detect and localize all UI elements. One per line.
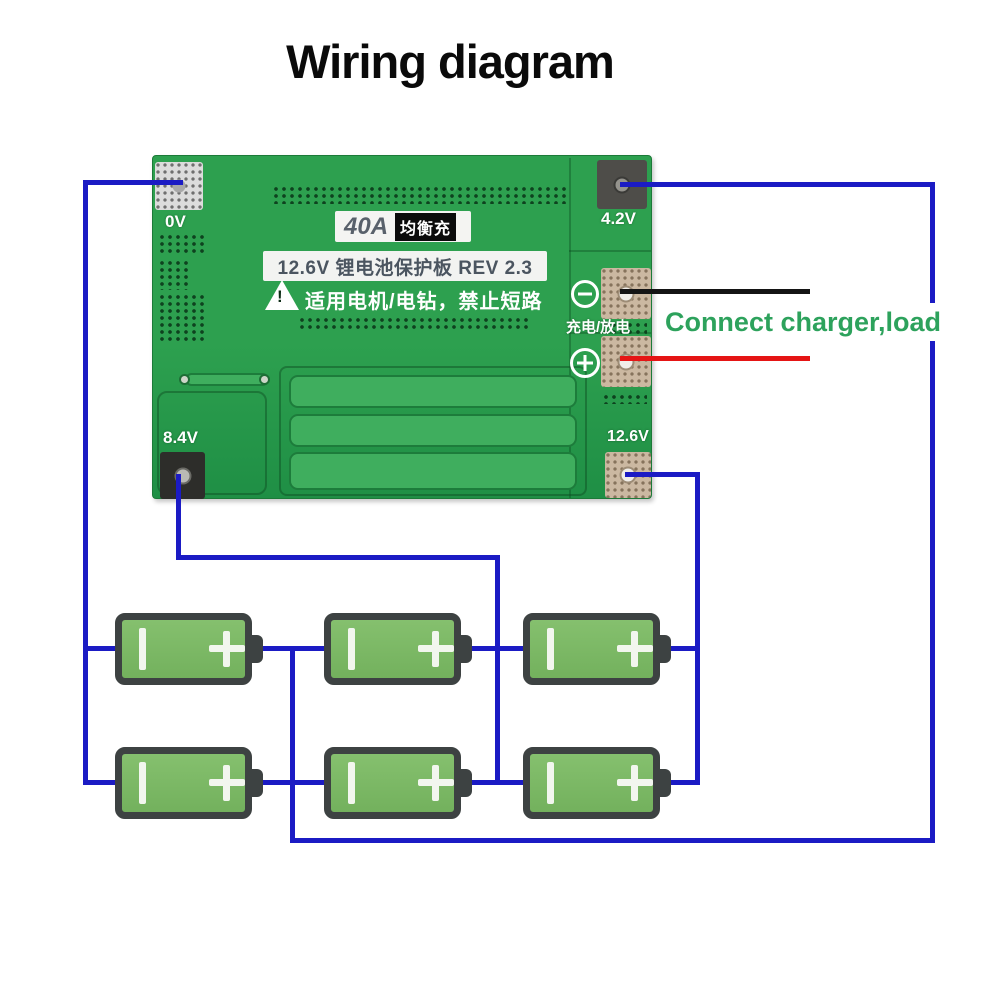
wire-0v-horizontal [83,180,183,185]
battery-2-minus-mark [348,628,355,670]
warning-exclamation: ! [277,287,283,306]
wire-charger-positive-lead [620,356,810,361]
board-seam-vertical [569,158,571,498]
battery-6 [523,747,671,819]
wire-8-4v-junction-vertical [495,555,500,785]
wire-charger-negative-lead [620,289,810,294]
pad-8-4v-label: 8.4V [163,428,198,447]
routing-slot-3 [289,452,577,490]
copper-outline-panel [279,366,587,496]
board-seam-horizontal-2 [569,332,651,334]
pad-0v-label: 0V [165,212,186,231]
current-rating-text: 40A [344,212,389,240]
battery-2 [324,613,472,685]
board-seam-horizontal-1 [569,250,651,252]
model-plate: 12.6V 锂电池保护板 REV 2.3 [263,251,547,281]
connect-charger-load-label: Connect charger,load [657,303,949,341]
pad-8-4v [160,452,205,499]
via-cluster-left-1 [159,234,205,256]
battery-4-minus-mark [139,762,146,804]
wire-row1-battery3-plus [670,646,700,651]
wire-row1-battery1-minus [85,646,118,651]
wire-8-4v-horizontal [176,555,500,560]
wire-row2-link2 [471,780,525,785]
routing-slot-left [185,373,269,386]
wire-row1-link2 [471,646,525,651]
pad-4-2v-label: 4.2V [601,209,636,228]
wire-4-2v-horizontal [620,182,935,187]
balance-charge-text: 均衡充 [395,212,457,241]
routing-slot-2 [289,414,577,447]
warning-triangle-icon: ! [265,280,299,310]
via-cluster-left-3 [159,294,205,342]
ring-pad-right [259,374,270,385]
battery-4 [115,747,263,819]
warning-text: 适用电机/电钻，禁止短路 [305,291,543,313]
wire-row2-link1 [262,780,326,785]
pad-12-6v-label: 12.6V [607,428,649,445]
battery-5-minus-mark [348,762,355,804]
wire-4-2v-bottom-horizontal [290,838,935,843]
ring-pad-left [179,374,190,385]
battery-5 [324,747,472,819]
wire-row2-battery6-plus [670,780,700,785]
pad-charge-plus [601,336,651,387]
plus-terminal-icon [570,348,600,378]
minus-terminal-icon [571,280,599,308]
charge-discharge-label: 充电/放电 [566,319,631,336]
wire-12-6v-horizontal [625,472,700,477]
via-cluster-minus-pad [603,322,647,334]
battery-3-minus-mark [547,628,554,670]
battery-6-minus-mark [547,762,554,804]
wire-0v-left-vertical [83,180,88,785]
routing-slot-1 [289,375,577,408]
via-band-middle [299,317,531,331]
current-rating-plate: 40A 均衡充 [335,211,471,242]
wire-row1-link1 [262,646,328,651]
wire-4-2v-right-vertical [930,182,935,843]
via-cluster-left-2 [159,260,189,290]
via-cluster-plus-pad [603,394,647,404]
wire-12-6v-vertical [695,472,700,785]
wire-4-2v-junction-vertical [290,646,295,843]
battery-1 [115,613,263,685]
pad-0v [155,162,203,210]
battery-1-minus-mark [139,628,146,670]
wire-row2-battery4-minus [85,780,118,785]
copper-outline-8-4v [157,391,267,495]
battery-3 [523,613,671,685]
bms-board: 0V 4.2V 8.4V 12.6V 充电/放电 40A 均衡充 12.6V 锂… [152,155,652,499]
page-title: Wiring diagram [286,35,615,88]
wire-8-4v-drop [176,474,181,560]
via-band-top [273,186,567,204]
